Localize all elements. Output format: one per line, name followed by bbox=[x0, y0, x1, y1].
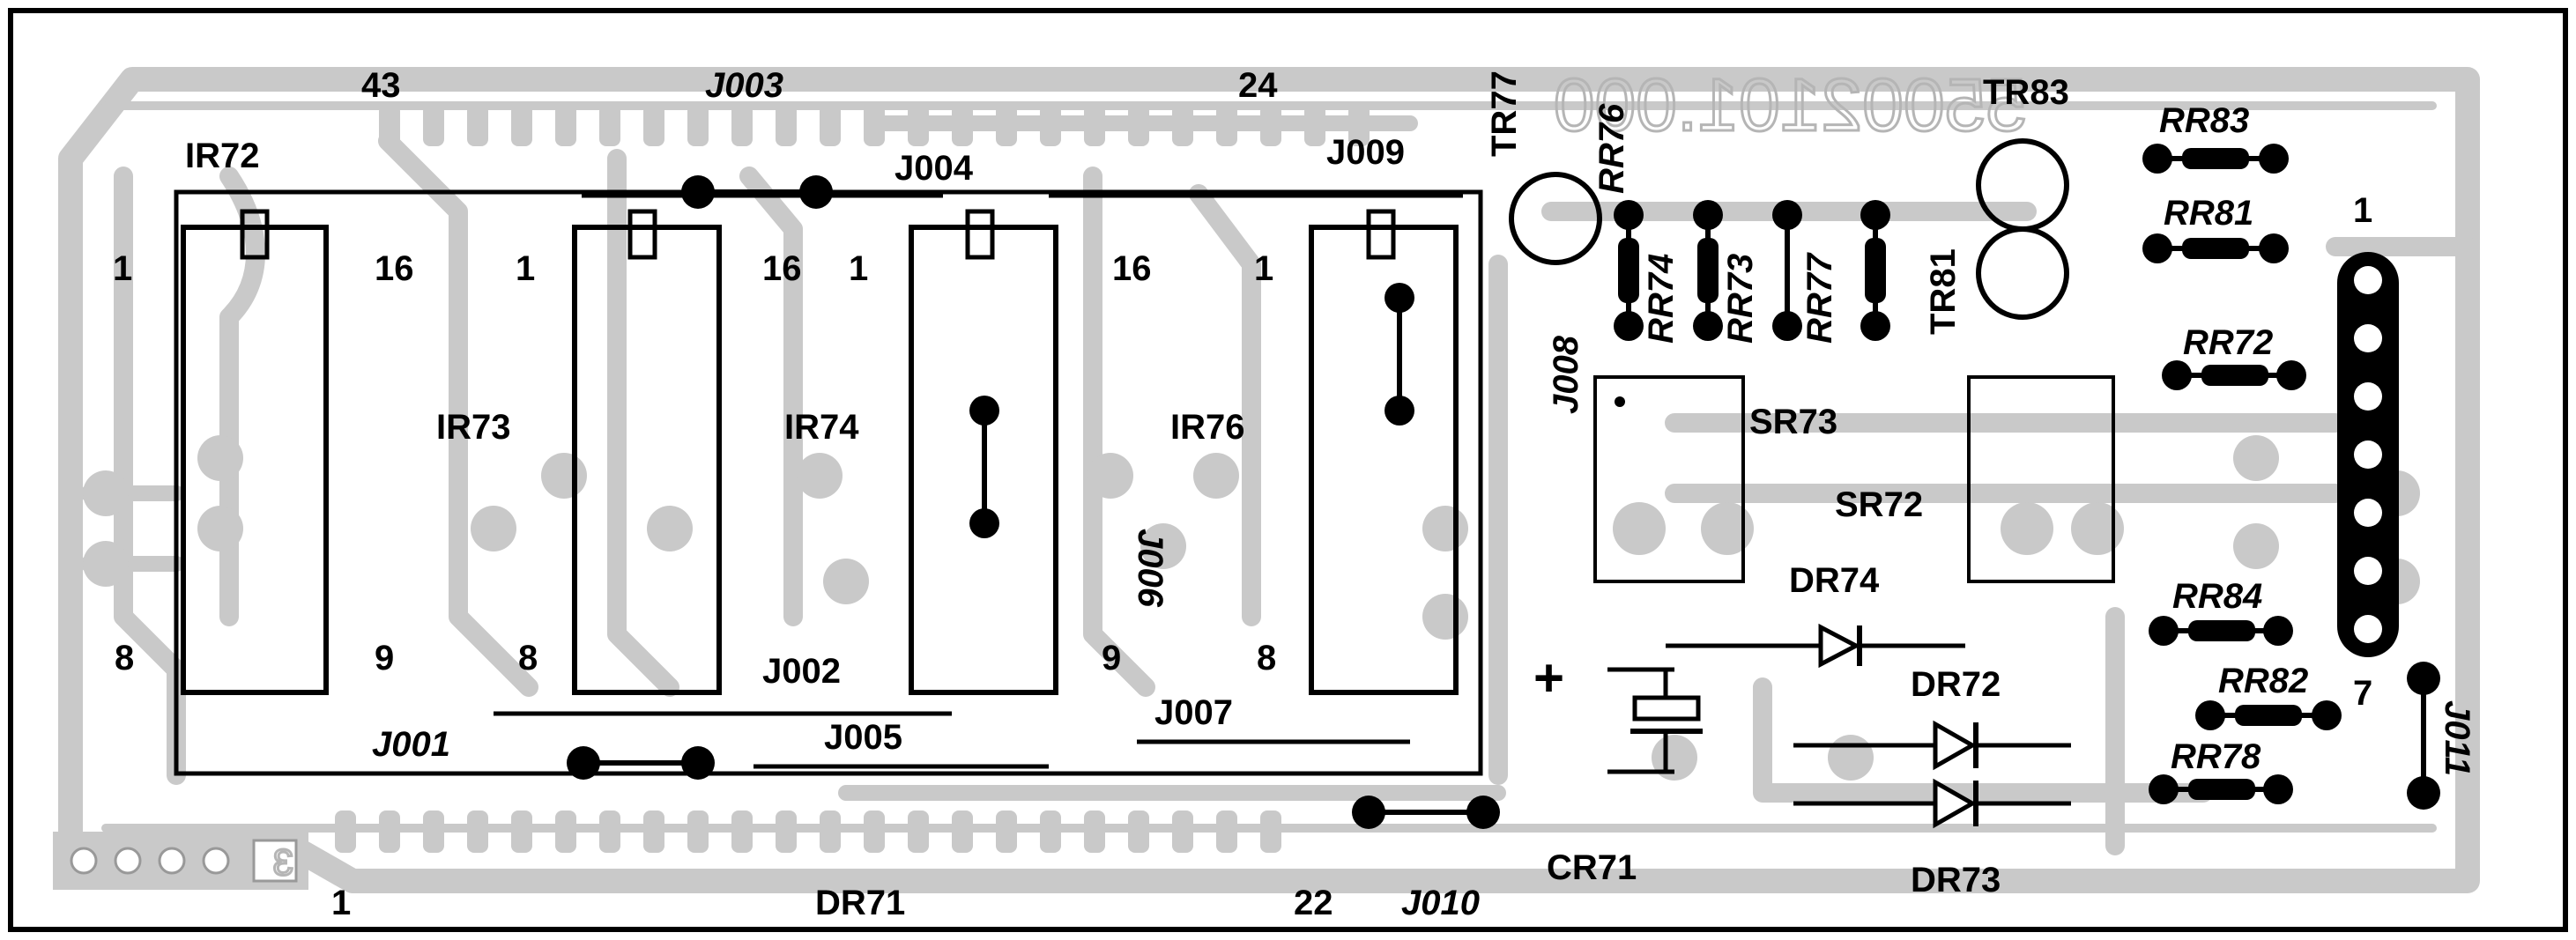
resistor-rr73: RR73 bbox=[1693, 200, 1760, 344]
svg-text:RR82: RR82 bbox=[2218, 662, 2308, 700]
svg-text:DR73: DR73 bbox=[1911, 861, 2001, 899]
diode-dr73: DR73 bbox=[1793, 778, 2071, 899]
svg-text:CR71: CR71 bbox=[1547, 848, 1637, 887]
svg-text:RR84: RR84 bbox=[2172, 577, 2262, 616]
capacitor-cr71: + CR71 bbox=[1533, 648, 1703, 887]
resistor-rr82: RR82 bbox=[2195, 662, 2342, 730]
connector-label: DR71 bbox=[815, 884, 905, 922]
svg-text:RR78: RR78 bbox=[2171, 737, 2261, 776]
diode-dr74: DR74 bbox=[1666, 561, 1965, 669]
ic-ir76-pin8: 8 bbox=[1257, 639, 1276, 677]
ic-ir74: IR74 1 9 16 bbox=[784, 209, 1152, 695]
header-connector: 1 7 bbox=[2337, 191, 2399, 713]
svg-text:J003: J003 bbox=[705, 66, 783, 105]
svg-text:J008: J008 bbox=[1547, 335, 1585, 414]
transistor-tr83: TR83 bbox=[1976, 73, 2069, 232]
jumper-j011: J011 bbox=[2407, 662, 2476, 810]
ic-ir74-pin1: 1 bbox=[849, 249, 868, 288]
svg-text:J005: J005 bbox=[824, 718, 902, 757]
jumper-j009: J009 bbox=[1049, 133, 1463, 198]
pin-number-22: 22 bbox=[1294, 884, 1333, 922]
jumper-j010: J010 bbox=[1352, 796, 1500, 922]
svg-text:RR81: RR81 bbox=[2164, 194, 2253, 233]
ic-ir74-pin16: 16 bbox=[1112, 249, 1152, 288]
capacitor-polarity: + bbox=[1533, 648, 1564, 707]
transistor-tr77: TR77 bbox=[1485, 70, 1602, 265]
pin-number-1-bottom: 1 bbox=[331, 884, 351, 922]
mirrored-part-number: 55002101.000 bbox=[1554, 63, 2027, 146]
resistor-rr84: RR84 bbox=[2149, 577, 2293, 646]
resistor-rr77: RR77 bbox=[1772, 200, 1839, 344]
svg-text:7: 7 bbox=[2353, 674, 2372, 713]
svg-text:SR73: SR73 bbox=[1749, 403, 1837, 441]
resistor-rr-extra bbox=[1860, 200, 1890, 341]
ic-ir76-label: IR76 bbox=[1170, 408, 1245, 447]
ic-ir72-pin1: 1 bbox=[113, 249, 132, 288]
edge-pads-top bbox=[379, 104, 1370, 146]
resistor-rr81: RR81 bbox=[2142, 194, 2289, 263]
svg-text:RR83: RR83 bbox=[2159, 101, 2249, 140]
svg-text:J009: J009 bbox=[1326, 133, 1405, 172]
svg-text:SR72: SR72 bbox=[1835, 485, 1923, 524]
svg-text:J006: J006 bbox=[1131, 529, 1169, 608]
pin-number-24: 24 bbox=[1238, 66, 1278, 105]
svg-text:J002: J002 bbox=[762, 652, 841, 691]
jumper-j007: J007 bbox=[1137, 693, 1410, 744]
resistor-rr74: RR74 bbox=[1614, 200, 1681, 344]
jumper-j001: J001 bbox=[372, 725, 715, 780]
ic-ir76-pin1: 1 bbox=[1254, 249, 1273, 288]
svg-text:DR74: DR74 bbox=[1789, 561, 1880, 600]
svg-text:1: 1 bbox=[2353, 191, 2372, 230]
jumper-j008: J008 bbox=[1547, 335, 1585, 414]
svg-text:RR76: RR76 bbox=[1592, 103, 1631, 194]
svg-text:J010: J010 bbox=[1401, 884, 1480, 922]
ic-ir72-pin9: 9 bbox=[375, 639, 394, 677]
jumper-j006: J006 bbox=[1131, 529, 1169, 608]
ic-ir76: IR76 1 8 bbox=[1170, 209, 1459, 695]
svg-text:J011: J011 bbox=[2438, 700, 2476, 776]
svg-text:RR73: RR73 bbox=[1721, 254, 1760, 344]
svg-text:TR81: TR81 bbox=[1924, 248, 1963, 335]
switch-sr73: SR73 bbox=[1593, 375, 1837, 583]
switch-sr72: SR72 bbox=[1835, 375, 2115, 583]
jumper-j002: J002 bbox=[494, 652, 952, 716]
resistor-rr72: RR72 bbox=[2162, 323, 2306, 390]
diode-dr72: DR72 bbox=[1793, 665, 2071, 771]
ic-ir72-pin8: 8 bbox=[115, 639, 134, 677]
ic-ir73: IR73 1 8 16 bbox=[436, 209, 802, 695]
resistor-rr76: RR76 bbox=[1592, 103, 1631, 194]
pin-number-43: 43 bbox=[361, 66, 401, 105]
svg-text:DR72: DR72 bbox=[1911, 665, 2001, 704]
ic-ir72-label: IR72 bbox=[185, 137, 260, 175]
connector-tag: 3 bbox=[273, 841, 293, 883]
ic-ir72: IR72 1 8 9 16 bbox=[113, 137, 414, 695]
svg-text:J001: J001 bbox=[372, 725, 450, 764]
svg-text:J004: J004 bbox=[895, 149, 974, 188]
jumper-j005: J005 bbox=[753, 718, 1049, 769]
resistor-rr78: RR78 bbox=[2149, 737, 2293, 804]
edge-pads-bottom bbox=[335, 810, 1281, 853]
svg-text:TR77: TR77 bbox=[1485, 70, 1524, 157]
jumper-j003: J003 bbox=[582, 66, 943, 209]
ic-ir73-pin8: 8 bbox=[518, 639, 538, 677]
ic-ir74-pin9: 9 bbox=[1102, 639, 1121, 677]
resistor-rr83: RR83 bbox=[2142, 101, 2289, 174]
svg-text:RR77: RR77 bbox=[1800, 252, 1839, 344]
transistor-tr81: TR81 bbox=[1924, 226, 2069, 335]
connector-block: 3 DR71 bbox=[53, 832, 905, 922]
ic-ir73-pin1: 1 bbox=[516, 249, 535, 288]
svg-text:J007: J007 bbox=[1154, 693, 1233, 732]
svg-text:RR74: RR74 bbox=[1642, 254, 1681, 344]
board-frame bbox=[8, 8, 2568, 932]
ic-ir72-pin16: 16 bbox=[375, 249, 414, 288]
jumper-j004: J004 bbox=[895, 149, 974, 188]
ic-ir73-pin16: 16 bbox=[762, 249, 802, 288]
svg-text:TR83: TR83 bbox=[1983, 73, 2069, 112]
ic-ir73-label: IR73 bbox=[436, 408, 511, 447]
ic-ir74-label: IR74 bbox=[784, 408, 859, 447]
svg-text:RR72: RR72 bbox=[2183, 323, 2273, 362]
